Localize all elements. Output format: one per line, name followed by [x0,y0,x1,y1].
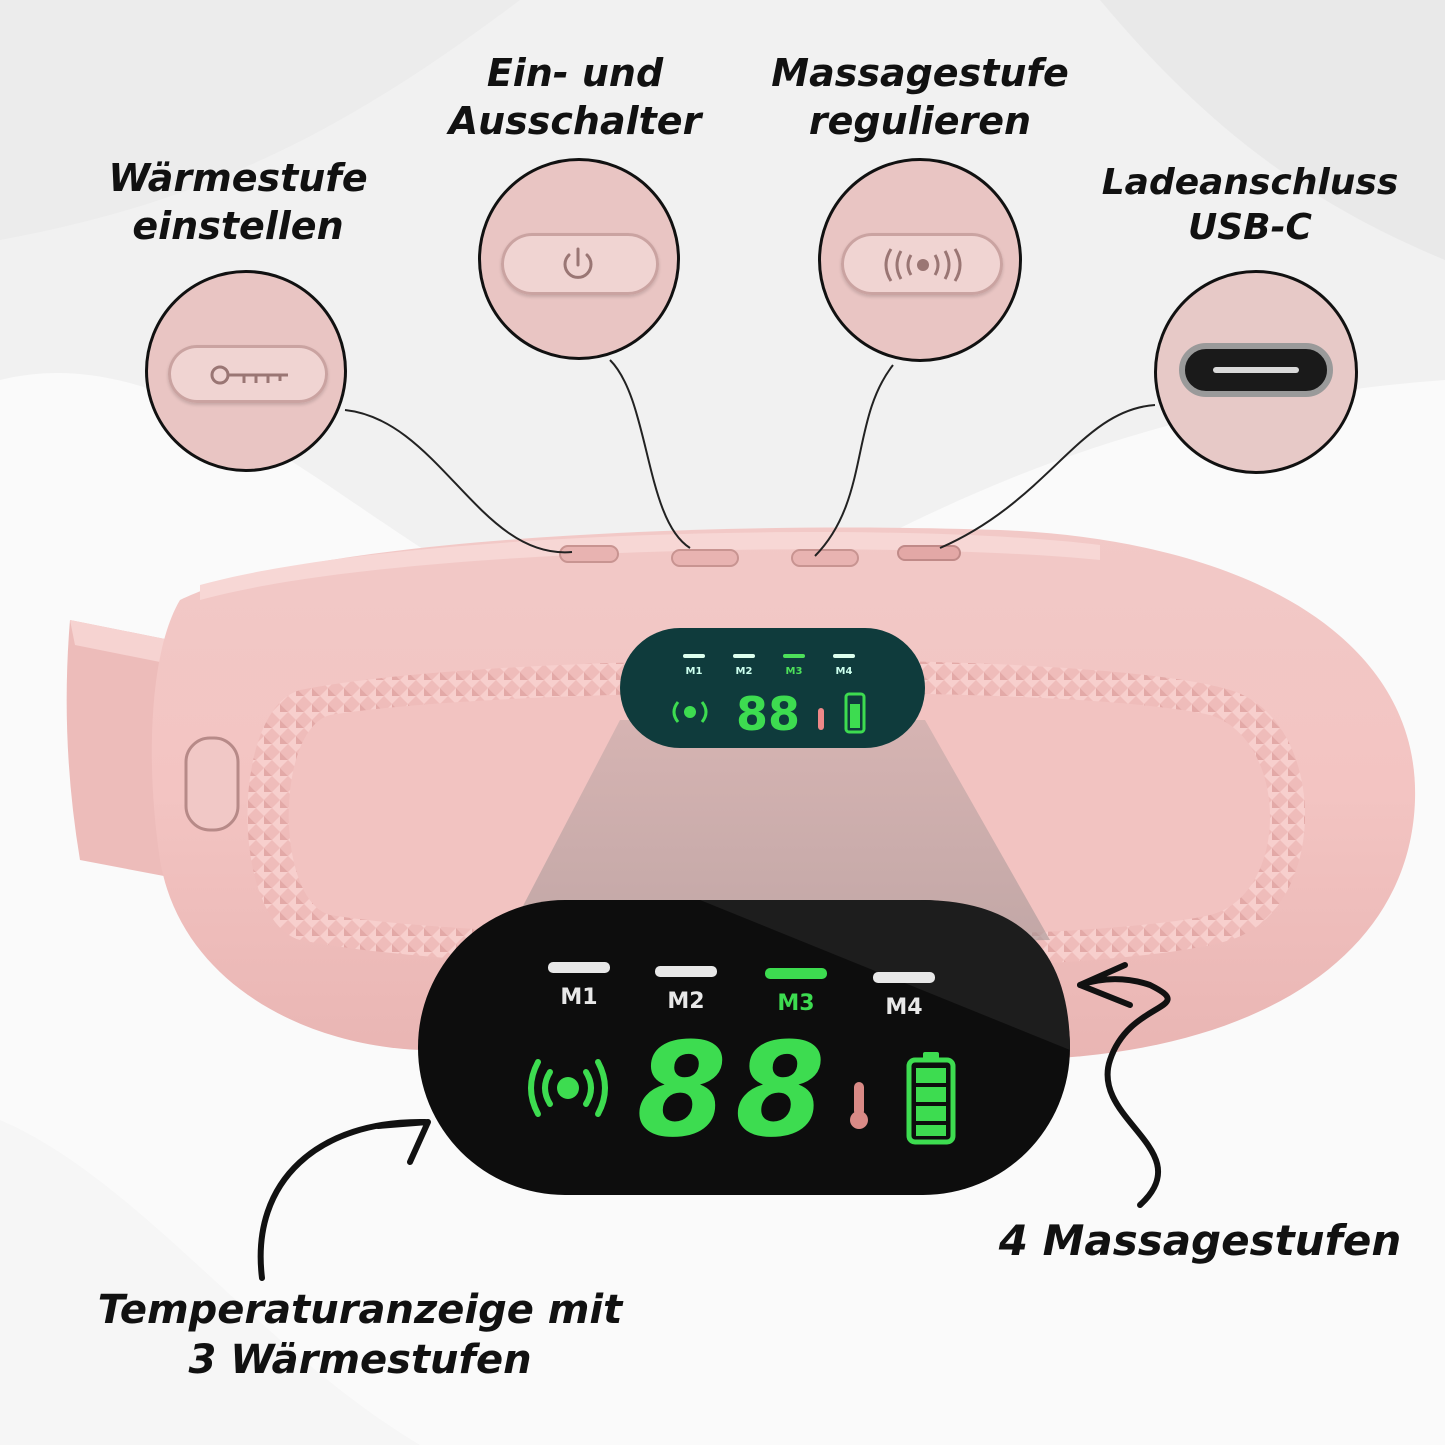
svg-text:M1: M1 [686,666,703,677]
usb-c-icon [1179,343,1333,397]
svg-text:M2: M2 [736,666,753,677]
side-button [184,736,240,832]
vibration-icon [884,248,962,282]
mode-label-m1: M1 [560,985,598,1010]
key-icon [210,365,288,385]
vibration-icon [528,1059,608,1117]
power-button-closeup [478,158,680,360]
massage-button-closeup [818,158,1022,362]
power-icon [563,247,593,279]
massage-levels-label: 4 Massagestufen [998,1216,1402,1265]
battery-icon [906,1052,956,1145]
svg-text:M3: M3 [786,666,803,677]
arrow-levels [1077,976,1171,1208]
zoom-beam [500,720,1050,950]
top-buttons [559,545,961,567]
svg-text:88: 88 [736,687,800,741]
arrow-temperature [257,1118,428,1281]
svg-text:M4: M4 [836,666,853,677]
small-display: M1 M2 M3 M4 88 [620,628,925,748]
heat-button-closeup [145,270,347,472]
mode-label-m4: M4 [885,995,923,1020]
mode-label-m3: M3 [777,991,815,1016]
usb-port-closeup [1154,270,1358,474]
thermometer-icon [850,1082,868,1129]
mode-label-m2: M2 [667,989,705,1014]
temperature-digits: 88 [636,1014,834,1166]
